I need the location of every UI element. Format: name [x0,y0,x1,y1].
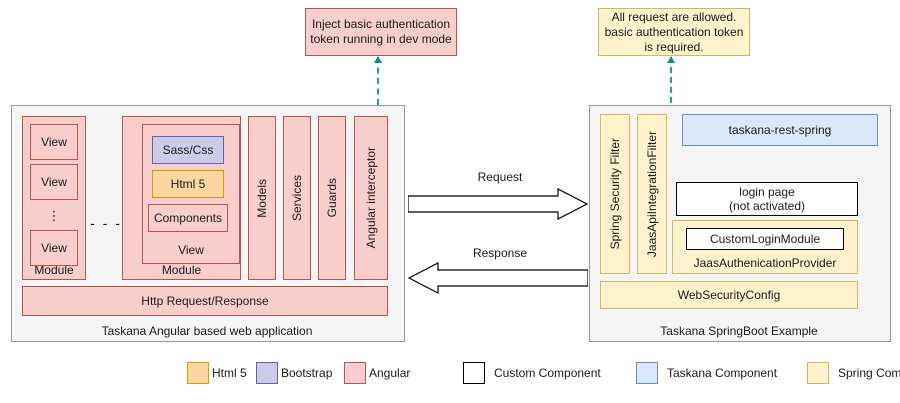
client-panel-caption: Taskana Angular based web application [11,324,403,338]
client-module-a-view-2-label: View [41,174,67,189]
callout-inject-auth-token: Inject basic authentication token runnin… [305,8,457,56]
legend-label-taskana-component-text: Taskana Component [667,366,778,380]
client-module-a-view-3-label: View [41,240,67,255]
server-jaas-authentication-provider-label: JaasAuthenicationProvider [693,255,837,270]
client-module-b-item-sass-css[interactable]: Sass/Css [152,136,224,164]
server-taskana-rest-spring-label: taskana-rest-spring [728,122,832,137]
legend-label-angular: Angular [369,362,410,384]
client-module-a-label: Module [34,262,74,277]
client-http-request-response-label: Http Request/Response [141,293,269,308]
server-filter-jaas-api-integration[interactable]: JaasApiIntegrationFilter [637,114,667,274]
legend-label-spring-component: Spring Component [838,362,900,384]
server-custom-login-module[interactable]: CustomLoginModule [686,228,844,250]
client-modules-ellipsis-glyph: - - - [90,215,122,231]
client-column-services-label: Services [289,174,304,221]
legend-label-html5-text: Html 5 [212,366,247,380]
client-module-b-item-sass-css-label: Sass/Css [162,142,214,157]
callout-inject-auth-token-text: Inject basic authentication token runnin… [310,17,452,46]
client-module-a-view-1-label: View [41,134,67,149]
client-column-models[interactable]: Models [248,116,276,280]
server-filter-spring-security-label: Spring Security Filter [607,138,622,250]
server-login-page-line2: (not activated) [728,199,806,213]
legend-label-custom-component-text: Custom Component [494,366,601,380]
client-module-b-label: Module [161,262,202,277]
request-arrow [408,188,588,220]
legend-label-bootstrap: Bootstrap [281,362,332,384]
server-login-page[interactable]: login page (not activated) [676,182,858,216]
client-module-a-view-2[interactable]: View [30,164,78,200]
legend-swatch-html5 [187,362,209,384]
response-arrow-label-text: Response [472,246,528,260]
legend-label-angular-text: Angular [369,366,411,380]
client-column-models-label: Models [254,178,269,218]
server-filter-jaas-api-integration-label: JaasApiIntegrationFilter [644,130,659,258]
client-module-a-ellipsis-glyph: ⋮ [47,208,61,223]
server-custom-login-module-label: CustomLoginModule [709,231,821,246]
server-web-security-config[interactable]: WebSecurityConfig [600,281,858,309]
response-arrow [408,262,588,294]
legend-swatch-custom-component [463,362,485,384]
client-module-b-item-components-label: Components [153,210,223,225]
client-module-a-view-3[interactable]: View [30,230,78,266]
client-module-a-ellipsis: ⋮ [30,204,78,228]
client-module-b-view-label: View [178,242,204,257]
client-column-guards[interactable]: Guards [318,116,346,280]
server-taskana-rest-spring[interactable]: taskana-rest-spring [682,114,878,146]
server-filter-spring-security[interactable]: Spring Security Filter [600,114,630,274]
legend-label-html5: Html 5 [212,362,247,384]
connector-right-arrowhead [667,56,675,63]
callout-all-requests-allowed: All request are allowed. basic authentic… [598,8,750,56]
callout-all-requests-allowed-text: All request are allowed. basic authentic… [604,9,744,54]
legend-swatch-angular [344,362,366,384]
connector-left-dashed [377,57,379,105]
response-arrow-label: Response [420,246,580,260]
legend-label-custom-component: Custom Component [494,362,601,384]
client-column-angular-interceptor-label: Angular interceptor [363,147,378,249]
legend-swatch-spring-component [807,362,829,384]
server-web-security-config-label: WebSecurityConfig [677,287,781,302]
legend-swatch-bootstrap [256,362,278,384]
server-login-page-line1: login page [739,184,795,199]
legend-label-spring-component-text: Spring Component [838,366,900,380]
client-module-b-item-components[interactable]: Components [148,204,228,232]
server-panel-caption: Taskana SpringBoot Example [589,324,889,338]
legend-swatch-taskana-component [636,362,658,384]
client-column-angular-interceptor[interactable]: Angular interceptor [354,116,388,280]
client-module-b-item-html5[interactable]: Html 5 [152,170,224,198]
client-module-a-view-1[interactable]: View [30,124,78,160]
connector-left-arrowhead [374,56,382,63]
client-http-request-response-bar[interactable]: Http Request/Response [22,286,388,316]
request-arrow-label: Request [420,170,580,184]
server-panel-caption-text: Taskana SpringBoot Example [660,324,818,338]
request-arrow-label-text: Request [477,170,523,184]
client-column-services[interactable]: Services [283,116,311,280]
client-modules-ellipsis: - - - [90,215,122,231]
client-column-guards-label: Guards [324,178,339,218]
client-panel-caption-text: Taskana Angular based web application [101,324,313,338]
client-module-b-item-html5-label: Html 5 [170,176,206,191]
legend-label-bootstrap-text: Bootstrap [281,366,333,380]
legend-label-taskana-component: Taskana Component [667,362,777,384]
